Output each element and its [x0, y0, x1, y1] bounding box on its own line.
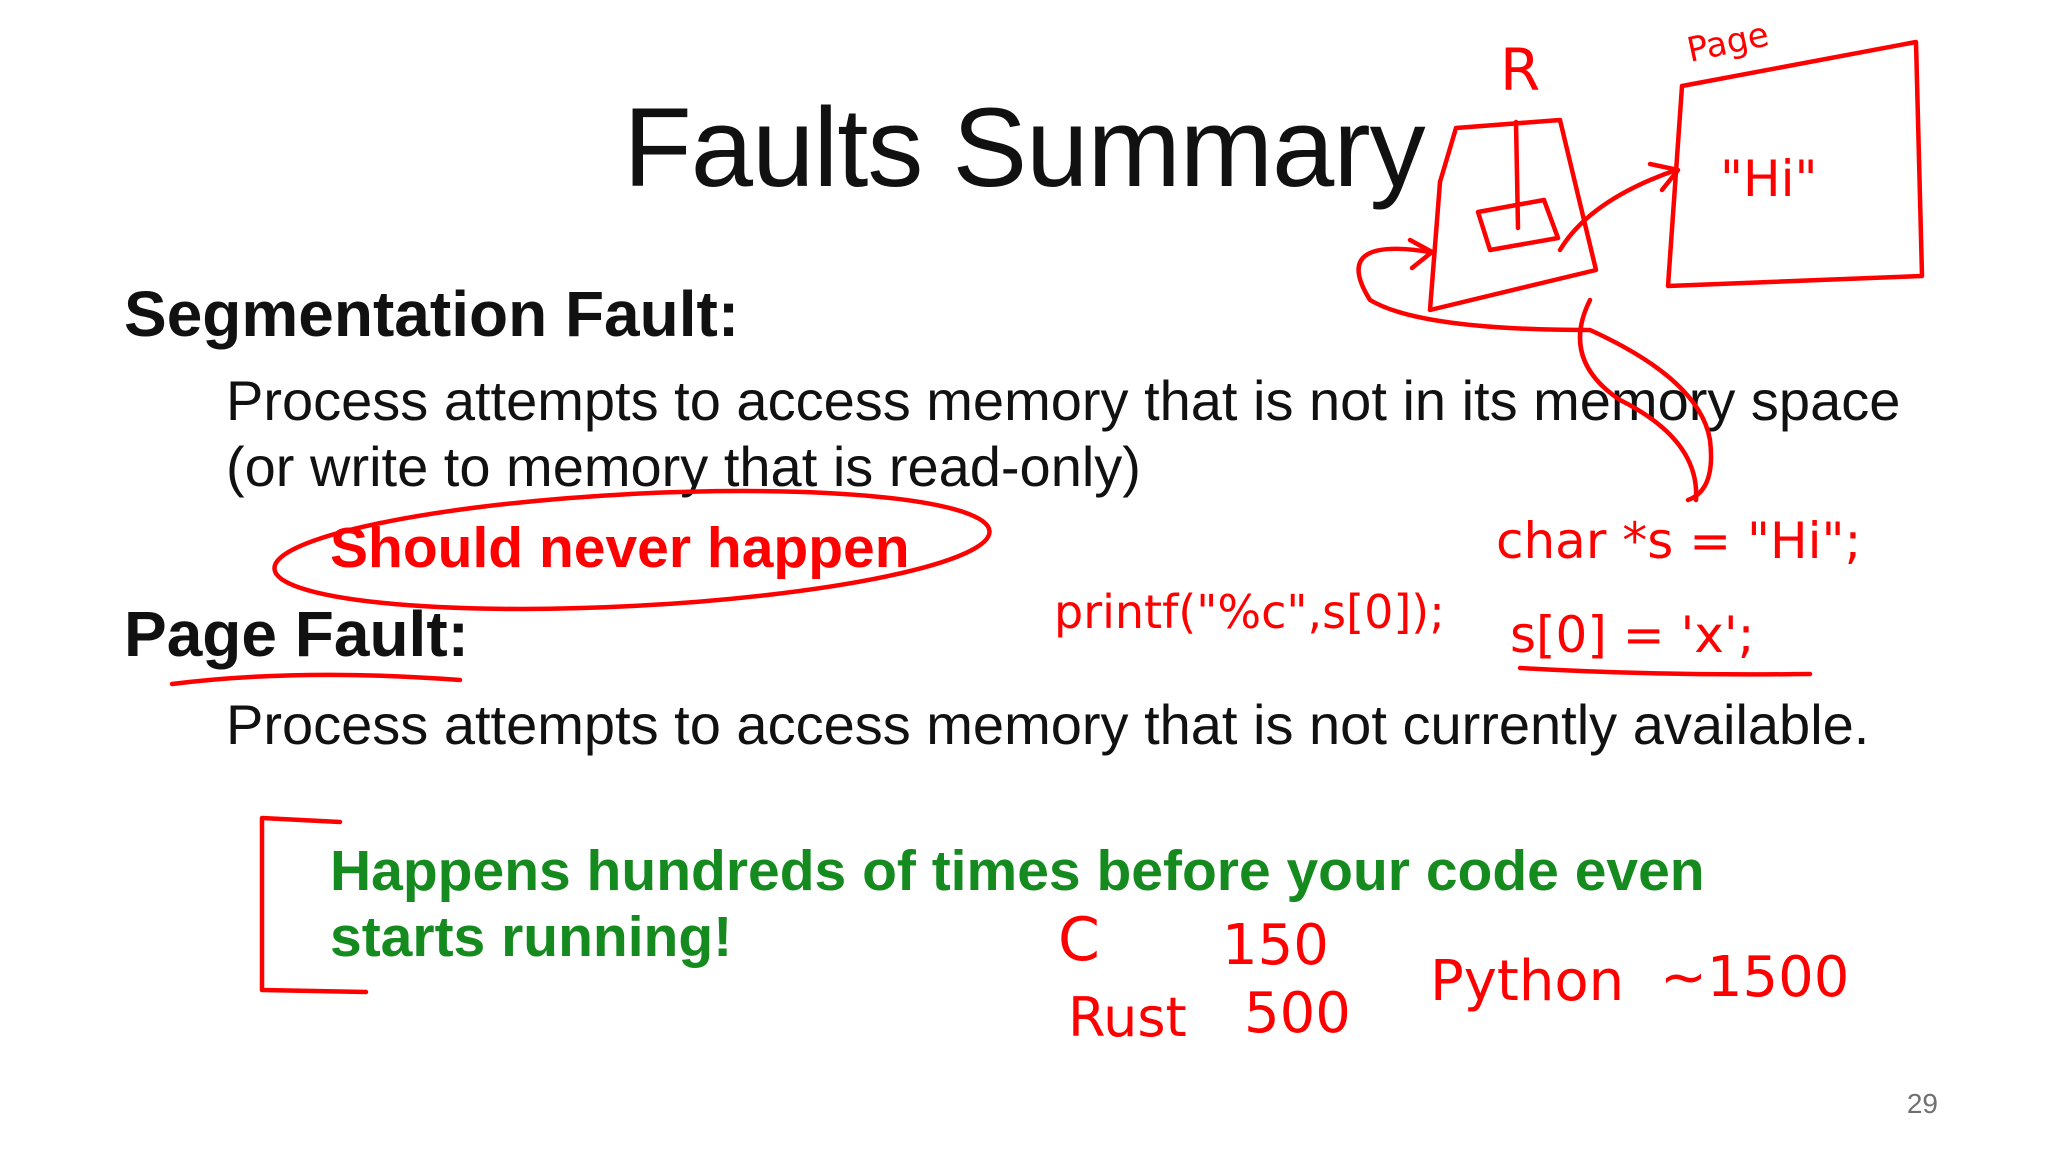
underline-mark: [169, 672, 463, 687]
pagefault-description: Process attempts to access memory that i…: [226, 693, 1870, 756]
segfault-emphasis: Should never happen: [330, 516, 910, 580]
segfault-description: Process attempts to access memory that i…: [226, 369, 1901, 498]
count-rust-language: Rust: [1068, 986, 1187, 1049]
register-arrow-in-head: [1407, 237, 1435, 271]
pagefault-heading: Page Fault:: [124, 598, 469, 670]
code-line-3: printf("%c",s[0]);: [1054, 585, 1445, 639]
code-line-2: s[0] = 'x';: [1510, 606, 1754, 664]
code-underline-mark: [1517, 665, 1813, 677]
slide-title: Faults Summary: [623, 85, 1425, 210]
count-rust-value: 500: [1244, 981, 1351, 1046]
page-label: Page: [1684, 15, 1773, 71]
pagefault-emphasis: Happens hundreds of times before your co…: [330, 839, 1705, 969]
code-line-1: char *s = "Hi";: [1496, 512, 1861, 570]
segfault-heading: Segmentation Fault:: [124, 278, 740, 350]
page-number: 29: [1906, 1088, 1938, 1119]
